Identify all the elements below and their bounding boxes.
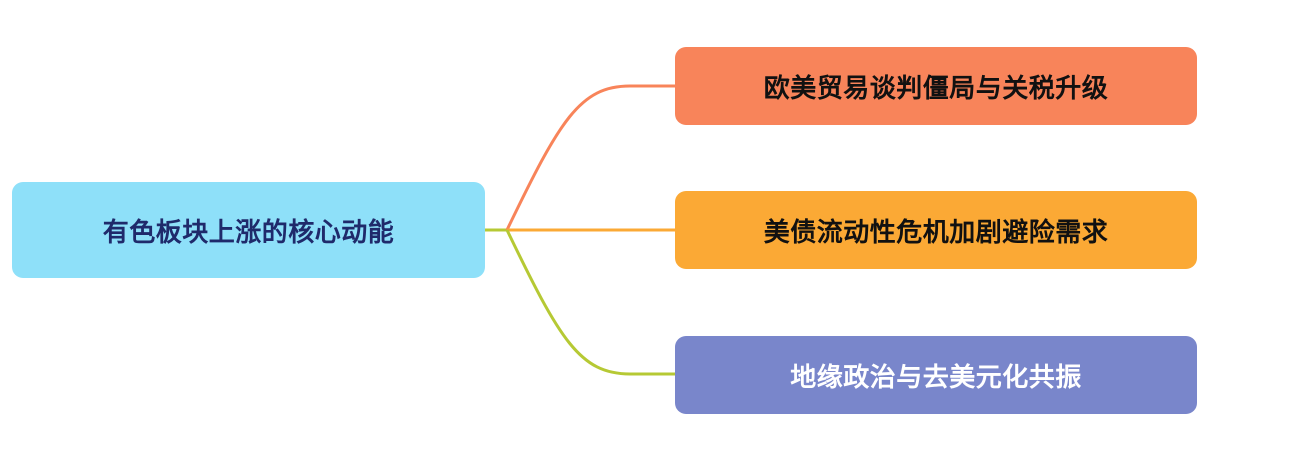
branch-node-trade-tariff[interactable]: 欧美贸易谈判僵局与关税升级	[675, 47, 1197, 125]
branch-label: 美债流动性危机加剧避险需求	[763, 217, 1109, 248]
branch-label: 地缘政治与去美元化共振	[790, 362, 1082, 393]
branch-node-treasury-liquidity[interactable]: 美债流动性危机加剧避险需求	[675, 191, 1197, 269]
connector-line-branch-3	[505, 229, 675, 376]
root-topic-label: 有色板块上涨的核心动能	[102, 217, 395, 248]
branch-label: 欧美贸易谈判僵局与关税升级	[763, 73, 1109, 104]
connector-line-branch-1	[505, 84, 675, 231]
branch-node-geopolitics-dedollarization[interactable]: 地缘政治与去美元化共振	[675, 336, 1197, 414]
root-topic-node[interactable]: 有色板块上涨的核心动能	[12, 182, 485, 278]
